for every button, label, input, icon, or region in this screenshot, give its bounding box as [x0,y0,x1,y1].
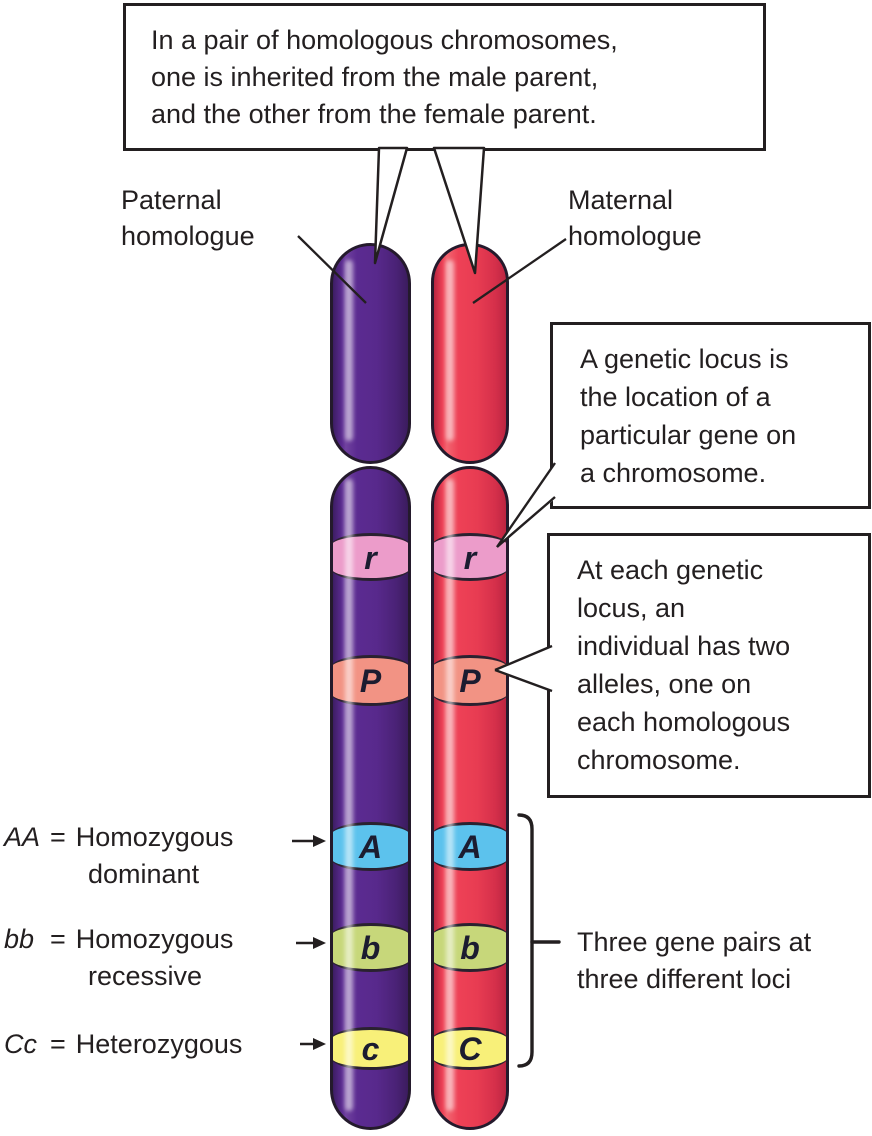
highlight-sheen [345,479,353,1111]
paternal-label-line1: Paternal [121,185,222,215]
arrow-icon-bb [296,937,326,949]
alleles-callout-box: At each genetic locus, an individual has… [547,533,871,798]
paternal-band-locus-r: r [333,533,408,581]
highlight-sheen [446,479,454,1111]
locus-callout-line1: A genetic locus is [580,344,789,374]
legend-term: Heterozygous [75,1029,243,1059]
maternal-allele-P: P [459,663,481,699]
maternal-allele-b: b [460,930,480,966]
paternal-allele-P: P [359,663,382,699]
maternal-band-locus-C: C [434,1027,506,1070]
bracket-label-line1: Three gene pairs at [577,927,812,957]
maternal-allele-r: r [463,539,477,576]
alleles-callout-line3: individual has two [577,631,791,661]
genotype-AA: AA [4,822,41,852]
paternal-chromosome-lower-arm: r P A b c [330,466,411,1130]
inheritance-callout-box: In a pair of homologous chromosomes, one… [123,3,766,151]
maternal-allele-C: C [458,1031,482,1067]
paternal-allele-c: c [361,1031,380,1067]
maternal-label-line2: homologue [568,221,702,251]
alleles-callout-line5: each homologous [577,707,791,737]
legend-term: Homozygous [75,924,234,954]
equals-sign: = [50,1029,66,1059]
locus-callout-line2: the location of a [580,382,771,412]
locus-callout-line3: particular gene on [580,420,797,450]
locus-callout-line4: a chromosome. [580,458,767,488]
highlight-sheen [345,260,353,441]
paternal-allele-A: A [358,829,383,865]
maternal-band-locus-b: b [434,923,506,972]
maternal-allele-A: A [458,829,482,865]
three-gene-pairs-label: Three gene pairs at three different loci [577,924,811,998]
legend-qualifier-recessive: recessive [88,961,203,991]
arrow-icon-Cc [300,1038,326,1050]
bracket-label-line2: three different loci [577,964,792,994]
paternal-band-locus-c: c [333,1027,408,1070]
arrow-icon-AA [292,835,326,847]
legend-homozygous-recessive: bb = Homozygous [4,924,233,955]
paternal-label-line2: homologue [121,221,255,251]
maternal-chromosome-upper-arm [431,243,509,464]
inheritance-callout-line3: and the other from the female parent. [151,99,597,129]
maternal-label-line1: Maternal [568,185,674,215]
genetic-locus-callout-box: A genetic locus is the location of a par… [550,322,871,509]
genotype-bb: bb [4,924,35,954]
maternal-homologue-label: Maternal homologue [568,182,702,254]
paternal-allele-b: b [360,930,381,966]
paternal-band-locus-P: P [333,655,408,706]
alleles-callout-line1: At each genetic [577,555,764,585]
equals-sign: = [50,822,66,852]
legend-qualifier-dominant: dominant [88,859,200,889]
maternal-band-locus-A: A [434,822,506,871]
legend-homozygous-dominant: AA = Homozygous [4,822,233,853]
genotype-Cc: Cc [4,1029,37,1059]
paternal-chromosome-upper-arm [330,243,411,464]
alleles-callout-line4: alleles, one on [577,669,752,699]
alleles-callout-line6: chromosome. [577,745,741,775]
paternal-allele-r: r [364,539,377,576]
gene-pairs-bracket [517,813,561,1068]
alleles-callout-line2: locus, an [577,593,686,623]
maternal-band-locus-r: r [434,533,506,581]
highlight-sheen [446,260,454,441]
equals-sign: = [50,924,66,954]
legend-heterozygous: Cc = Heterozygous [4,1029,242,1060]
inheritance-callout-line2: one is inherited from the male parent, [151,62,599,92]
maternal-band-locus-P: P [434,655,506,706]
paternal-homologue-label: Paternal homologue [121,182,255,254]
maternal-chromosome-lower-arm: r P A b C [431,466,509,1130]
legend-term: Homozygous [75,822,234,852]
paternal-band-locus-A: A [333,822,408,871]
paternal-band-locus-b: b [333,923,408,972]
inheritance-callout-line1: In a pair of homologous chromosomes, [151,25,618,55]
